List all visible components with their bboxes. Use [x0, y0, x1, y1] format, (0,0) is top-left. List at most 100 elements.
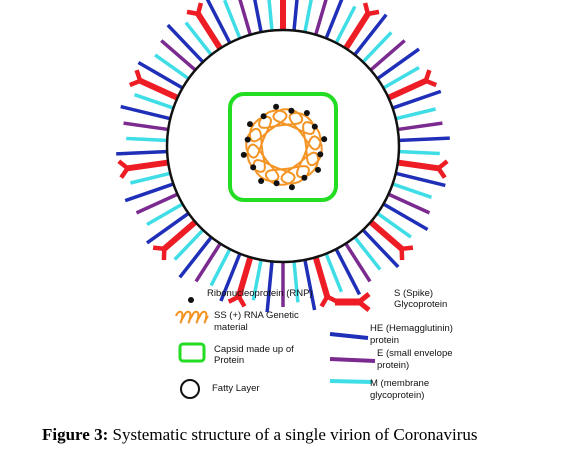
- legend-m-label-1: M (membrane: [370, 378, 429, 389]
- legend-m-symbol: [329, 379, 373, 384]
- spike-branch: [117, 159, 130, 171]
- legend-he-label-1: HE (Hemagglutinin): [370, 323, 453, 334]
- m-protein: [222, 0, 242, 39]
- rnp-dot: [303, 110, 310, 116]
- spike-protein: [313, 257, 331, 298]
- rnp-dot: [288, 107, 295, 114]
- he-protein: [166, 23, 204, 63]
- legend-rna-label-1: SS (+) RNA Genetic: [214, 310, 299, 321]
- rna-strand: [245, 108, 323, 186]
- spike-protein: [388, 78, 428, 101]
- legend-m-label-2: glycoprotein): [370, 390, 424, 401]
- spike-branch: [401, 245, 414, 252]
- he-protein: [396, 171, 446, 188]
- spike-protein: [195, 12, 223, 50]
- spike-branch: [236, 295, 247, 308]
- spike-branch: [436, 167, 447, 179]
- m-protein: [303, 0, 313, 32]
- he-protein: [137, 60, 183, 90]
- he-protein: [324, 0, 344, 39]
- spike-branch: [423, 69, 432, 82]
- m-protein: [184, 21, 213, 56]
- he-protein: [383, 202, 429, 232]
- m-protein: [129, 171, 170, 185]
- envelope-protein-ring: [116, 0, 450, 313]
- m-protein: [146, 202, 183, 227]
- m-protein: [251, 260, 263, 301]
- spike-branch: [436, 159, 449, 171]
- m-protein: [154, 53, 189, 80]
- e-protein: [194, 243, 222, 283]
- legend-fatty-symbol: [180, 379, 200, 399]
- spike-protein: [162, 220, 197, 252]
- rnp-dot: [244, 136, 251, 143]
- spike-branch: [362, 2, 371, 15]
- legend-rnp-symbol: [188, 297, 194, 303]
- rnp-dot: [273, 103, 280, 110]
- rnp-dot: [288, 184, 295, 191]
- legend-fatty-label: Fatty Layer: [212, 383, 260, 394]
- virion: [116, 0, 450, 313]
- he-protein: [124, 182, 173, 203]
- m-protein: [353, 236, 382, 271]
- he-protein: [253, 0, 263, 32]
- spike-branch: [186, 9, 199, 17]
- he-protein: [120, 104, 170, 121]
- legend-capsid-label-2: Protein: [214, 355, 244, 366]
- ribonucleoprotein-dots: [240, 103, 328, 191]
- e-protein: [238, 0, 252, 35]
- spike-protein: [127, 159, 168, 172]
- m-protein: [399, 149, 440, 156]
- m-protein: [324, 253, 344, 293]
- m-protein: [362, 31, 393, 63]
- rnp-dot: [301, 174, 308, 181]
- legend-capsid-symbol: [178, 342, 206, 363]
- m-protein: [292, 262, 300, 303]
- he-protein: [292, 0, 299, 30]
- m-protein: [134, 93, 173, 110]
- rnp-dot: [321, 136, 328, 143]
- legend-e-symbol: [329, 357, 376, 363]
- he-protein: [353, 13, 388, 56]
- legend-rna-label-2: material: [214, 322, 248, 333]
- e-protein: [398, 121, 443, 132]
- m-protein: [393, 182, 432, 199]
- caption-label: Figure 3:: [42, 425, 108, 444]
- legend-he-label-2: protein: [370, 335, 399, 346]
- capsid: [228, 92, 338, 202]
- spike-branch: [119, 167, 130, 179]
- e-protein: [388, 193, 431, 215]
- spike-protein: [343, 12, 371, 50]
- m-protein: [267, 0, 274, 30]
- legend-rna-path: [175, 310, 209, 324]
- spike-protein: [138, 78, 178, 101]
- he-protein: [265, 262, 274, 313]
- rnp-dot: [240, 151, 247, 158]
- spike-branch: [227, 294, 240, 304]
- m-protein: [126, 136, 167, 143]
- he-protein: [377, 47, 421, 80]
- rnp-dot: [315, 166, 321, 173]
- he-protein: [178, 236, 213, 279]
- e-protein: [314, 0, 328, 35]
- legend-rnp-label: Ribonucleoprotein (RNP): [207, 288, 313, 299]
- he-protein: [362, 229, 400, 269]
- he-protein: [219, 253, 242, 302]
- e-protein: [135, 193, 178, 215]
- legend-spike-symbol: [335, 292, 371, 312]
- m-protein: [173, 229, 204, 261]
- spike-branch: [134, 69, 143, 82]
- he-protein: [145, 212, 189, 245]
- caption-text: Systematic structure of a single virion …: [108, 425, 477, 444]
- spike-protein: [235, 257, 253, 298]
- e-protein: [344, 243, 372, 283]
- e-protein: [160, 39, 196, 71]
- rnp-dot: [260, 113, 267, 120]
- he-protein: [399, 136, 450, 143]
- he-protein: [116, 149, 167, 156]
- legend-e-label-1: E (small envelope: [377, 348, 453, 359]
- legend-capsid-label-1: Capsid made up of: [214, 344, 294, 355]
- rnp-dot: [273, 180, 280, 187]
- figure-caption: Figure 3: Systematic structure of a sing…: [42, 425, 477, 444]
